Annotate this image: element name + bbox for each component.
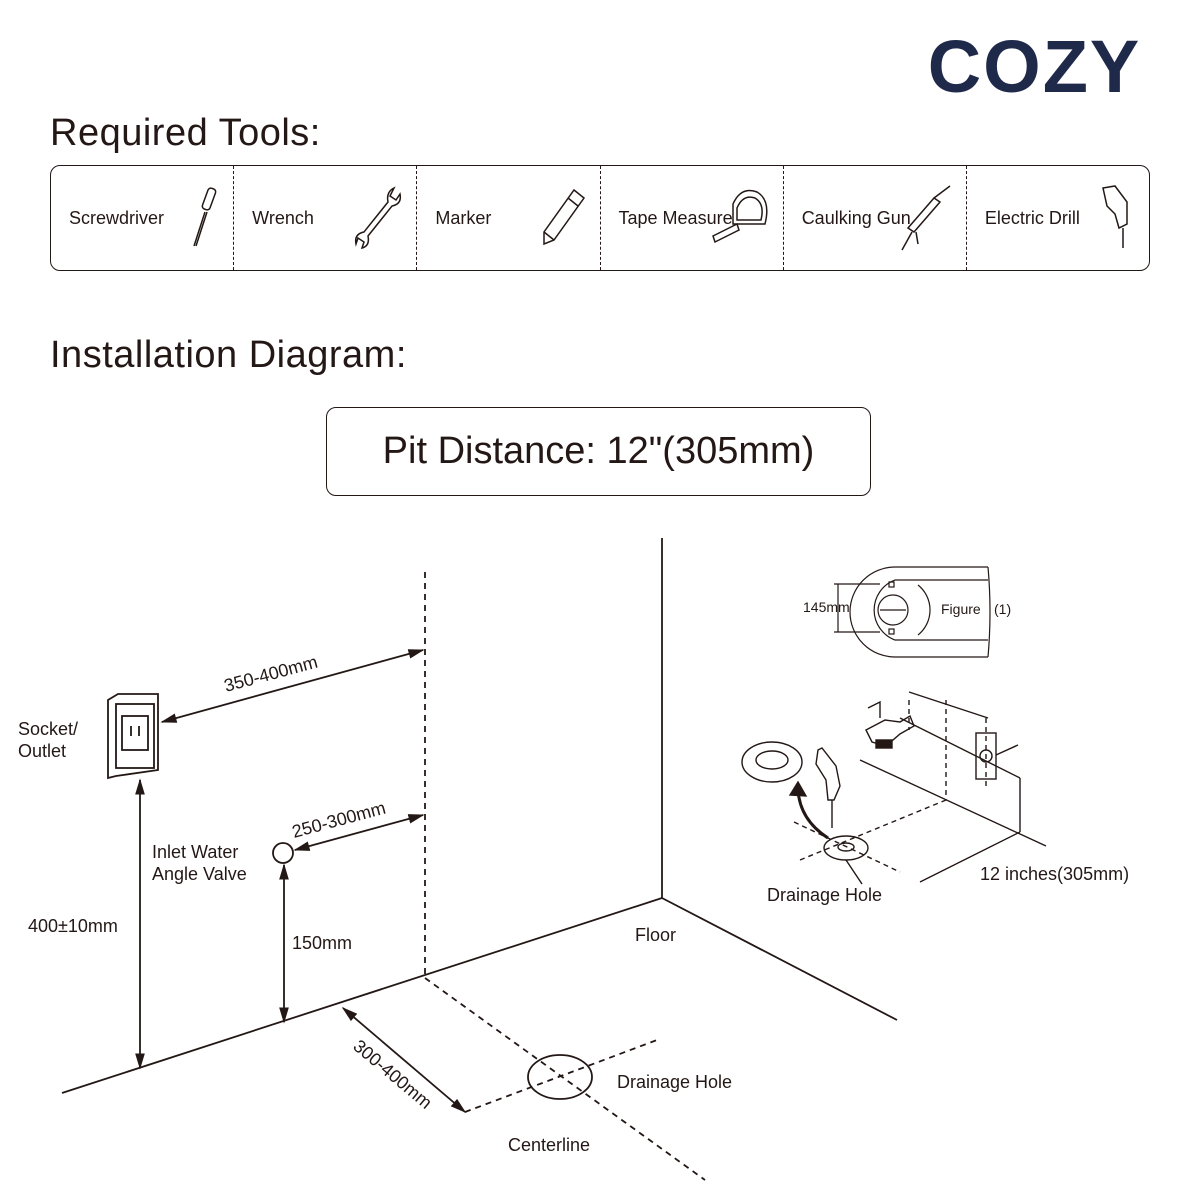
- socket-label: Socket/: [18, 719, 78, 739]
- caulking-gun-icon: [901, 185, 951, 251]
- dim-arrow-socket-wall: [160, 649, 425, 723]
- socket-label-2: Outlet: [18, 741, 66, 761]
- inlet-label: Inlet Water: [152, 842, 238, 862]
- centerline-label: Centerline: [508, 1135, 590, 1155]
- floor-label: Floor: [635, 925, 676, 945]
- socket-outlet-icon: [107, 693, 159, 780]
- inlet-valve-circle: [272, 842, 294, 864]
- pit-distance-box: Pit Distance: 12"(305mm): [326, 407, 871, 496]
- dim-drain-wall: 300-400mm: [349, 1036, 435, 1113]
- figure-number: (1): [994, 601, 1011, 617]
- figure-dim: 145mm: [803, 599, 850, 615]
- tool-label: Screwdriver: [69, 207, 165, 228]
- brand-name: COZY: [927, 25, 1142, 108]
- figure-1: [834, 566, 991, 658]
- tool-label: Electric Drill: [984, 207, 1080, 228]
- dim-arrow-inlet-wall: [293, 814, 425, 851]
- floor-right-line: [661, 897, 898, 1021]
- dim-socket-height: 400±10mm: [28, 916, 118, 936]
- drainage-hole-label: Drainage Hole: [617, 1072, 732, 1092]
- dim-inlet-height: 150mm: [292, 933, 352, 953]
- figure-pit-distance: 12 inches(305mm): [980, 864, 1129, 884]
- tool-label: Wrench: [252, 207, 314, 228]
- tool-caulking-gun: Caulking Gun: [782, 166, 966, 270]
- tool-label: Marker: [435, 207, 492, 228]
- dim-socket-wall: 350-400mm: [222, 652, 320, 696]
- tool-marker: Marker: [416, 166, 599, 270]
- inlet-label-2: Angle Valve: [152, 864, 247, 884]
- tool-wrench: Wrench: [233, 166, 416, 270]
- marker-icon: [542, 188, 585, 246]
- tool-electric-drill: Electric Drill: [965, 166, 1149, 270]
- wrench-icon: [355, 186, 402, 250]
- tool-screwdriver: Screwdriver: [51, 166, 233, 270]
- installation-diagram-heading: Installation Diagram:: [50, 334, 407, 376]
- screwdriver-icon: [193, 187, 217, 247]
- tool-label: Caulking Gun: [801, 207, 911, 228]
- dim-arrow-drain-wall: [341, 1006, 467, 1114]
- figure-caption: Figure: [941, 601, 981, 617]
- tape-measure-icon: [711, 189, 768, 244]
- cozy-logo: COZY: [912, 22, 1157, 112]
- tool-tape-measure: Tape Measure: [599, 166, 783, 270]
- centerline-floor: [424, 977, 706, 1181]
- install-detail: [741, 691, 1047, 885]
- figure-drainage-hole: Drainage Hole: [767, 885, 882, 905]
- drainage-hole-circle: [527, 1054, 593, 1100]
- floor-left-line: [61, 897, 663, 1094]
- dim-inlet-wall: 250-300mm: [290, 798, 388, 842]
- pit-distance-label: Pit Distance: 12"(305mm): [382, 430, 815, 472]
- required-tools-panel: Screwdriver Wrench Marker Tape Measure C…: [50, 165, 1150, 271]
- drain-cross-line: [464, 1039, 658, 1113]
- electric-drill-icon: [1102, 185, 1128, 248]
- tool-label: Tape Measure: [618, 207, 733, 228]
- required-tools-heading: Required Tools:: [50, 112, 321, 154]
